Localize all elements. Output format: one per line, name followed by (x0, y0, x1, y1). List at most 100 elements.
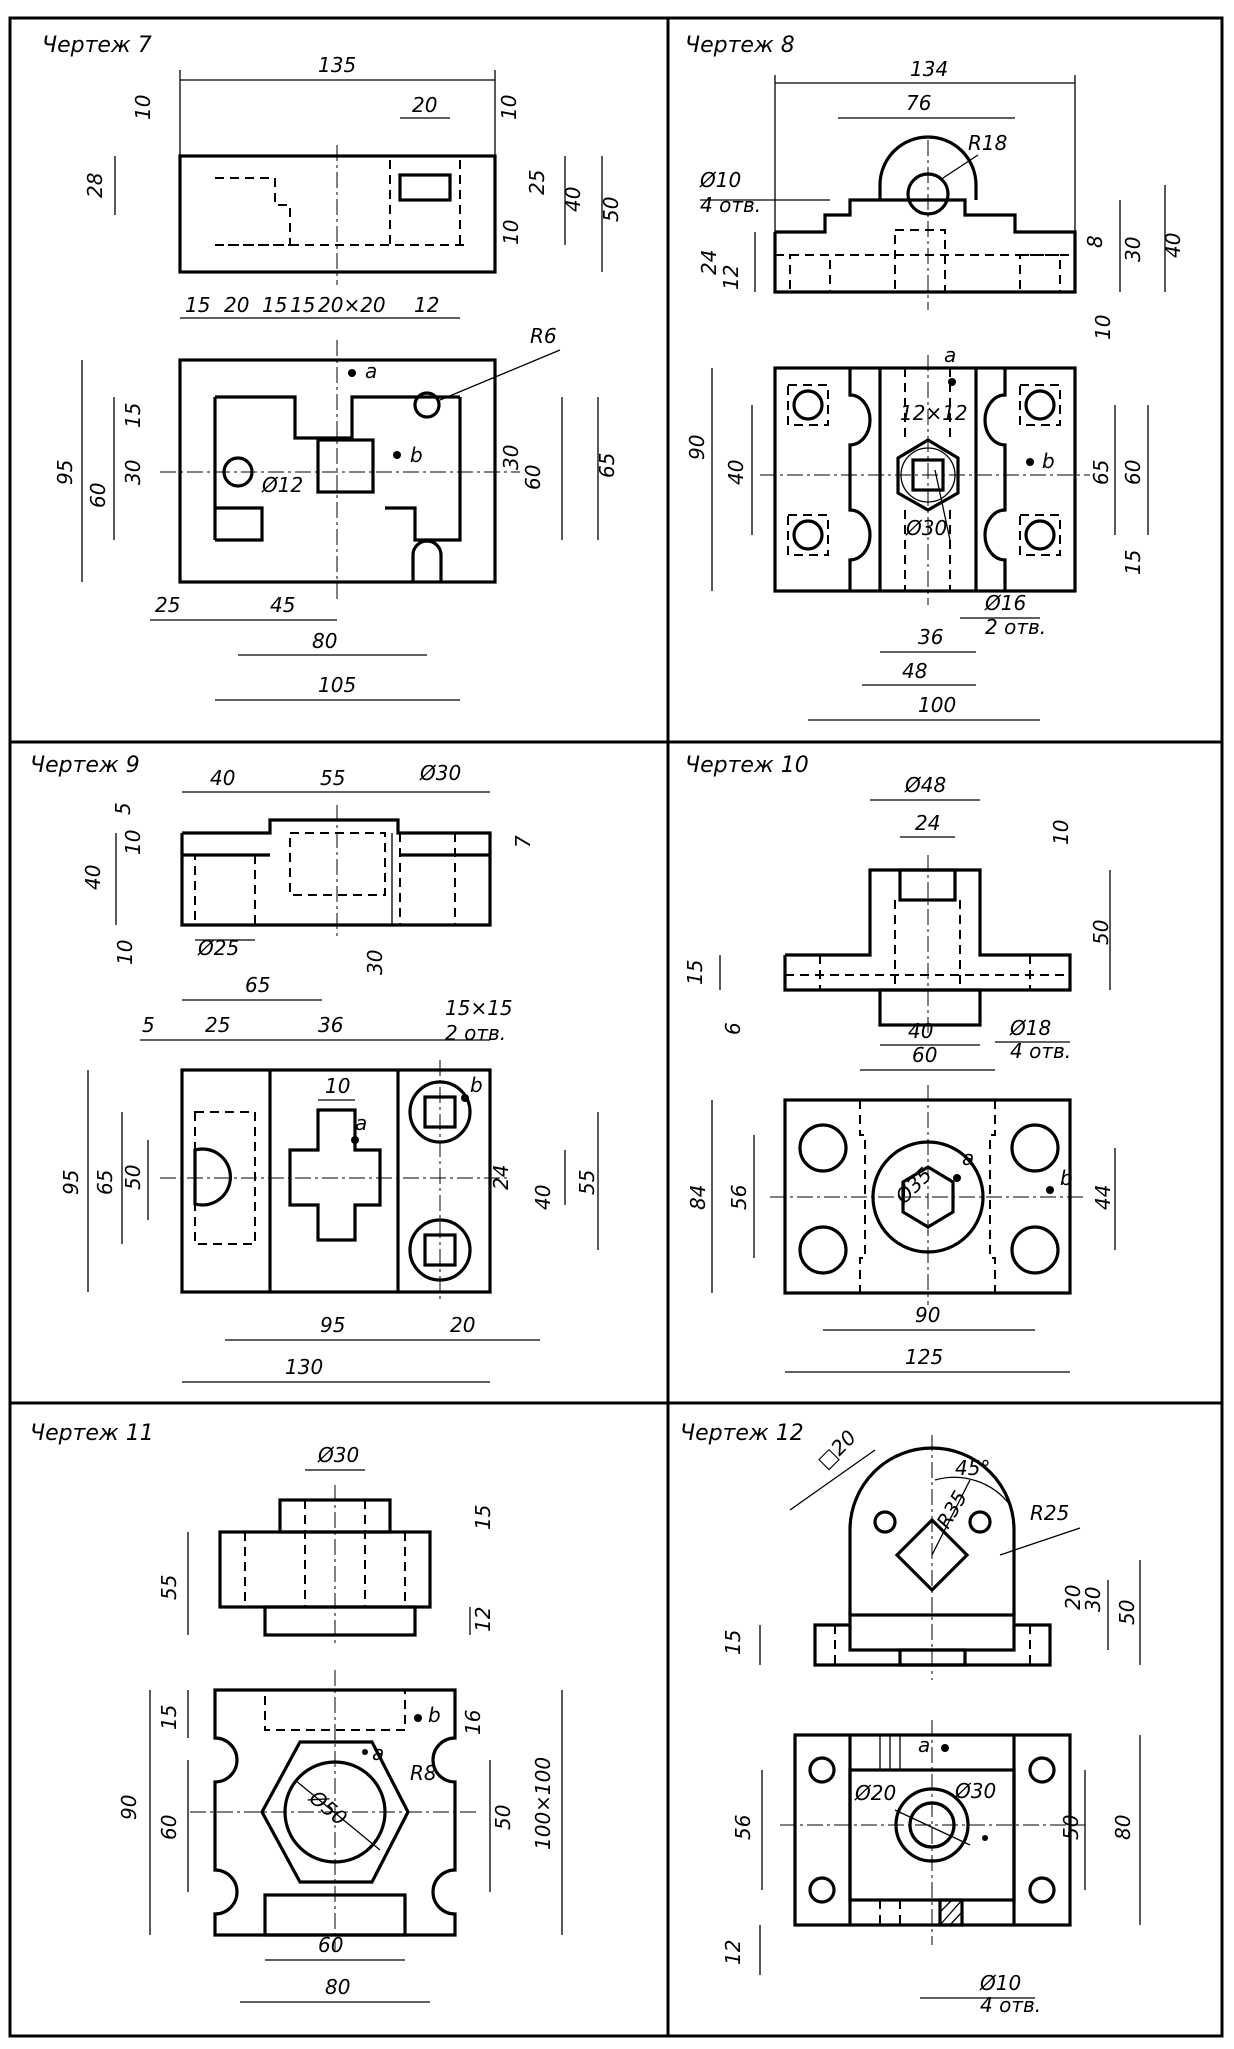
dim-label: 30 (121, 460, 145, 485)
point-label-a: a (962, 1146, 974, 1170)
dim-label: 50 (1115, 1600, 1139, 1625)
dim-label: 24 (915, 811, 940, 835)
dim-label: 40 (210, 766, 235, 790)
dim-label: 90 (915, 1303, 940, 1327)
dim-label: 76 (906, 91, 931, 115)
dim-label: 15 (157, 1705, 181, 1730)
dim-label: 15 (262, 293, 287, 317)
dim-label: Ø30 (317, 1443, 359, 1467)
dim-label: 45° (955, 1456, 990, 1480)
dim-label: 10 (113, 940, 137, 965)
drawing-7: Чертеж 7 135 20 10 28 25 10 40 50 10 (42, 33, 623, 701)
dim-label: 65 (1089, 460, 1113, 485)
dim-label: 50 (491, 1805, 515, 1830)
dim-label: 16 (461, 1710, 485, 1735)
dim-label: 10 (325, 1074, 350, 1098)
dim-label: 15 (683, 960, 707, 985)
dim-label: 20×20 (318, 293, 386, 317)
dim-label: 20 (1061, 1585, 1085, 1610)
dim-label: 50 (121, 1165, 145, 1190)
dim-label: 4 отв. (980, 1993, 1041, 2017)
dim-label: 5 (111, 802, 135, 815)
dim-label: 84 (686, 1185, 710, 1210)
dim-label: 134 (910, 57, 948, 81)
plan-view (773, 366, 1077, 593)
dim-label: 12 (414, 293, 439, 317)
dim-label: 56 (727, 1185, 751, 1210)
dim-label: 65 (245, 973, 270, 997)
dim-label: 24 (489, 1165, 513, 1190)
drawing-title: Чертеж 9 (30, 753, 140, 778)
dim-label: 10 (497, 95, 521, 120)
point-label-a: a (365, 359, 377, 383)
dim-label: 100×100 (531, 1757, 555, 1850)
dim-label: 20 (224, 293, 249, 317)
dim-label: 12 (719, 265, 743, 290)
dim-label: Ø30 (419, 761, 461, 785)
plan-view (213, 1688, 457, 1937)
dim-label: 125 (905, 1345, 943, 1369)
dim-label: 50 (599, 197, 623, 222)
drawing-12: Чертеж 12 □20 45° R35 R25 20 30 50 15 (680, 1421, 1141, 2017)
dim-label: 60 (1121, 460, 1145, 485)
dim-label: 55 (575, 1170, 599, 1195)
dim-label: Ø10 (979, 1971, 1021, 1995)
dim-label: 12 (471, 1607, 495, 1632)
dim-label: 10 (499, 220, 523, 245)
dim-label: 40 (1161, 233, 1185, 258)
dim-label: 2 отв. (985, 615, 1046, 639)
dim-label: 10 (1049, 820, 1073, 845)
dim-label: Ø30 (905, 516, 947, 540)
dim-label: 105 (318, 673, 356, 697)
dim-label: 50 (1059, 1815, 1083, 1840)
dim-label: 95 (320, 1313, 345, 1337)
point-label-b: b (428, 1703, 441, 1727)
dim-label: 60 (912, 1043, 937, 1067)
dim-label: 36 (318, 1013, 343, 1037)
dim-label: 15 (721, 1630, 745, 1655)
point-label-b: b (1060, 1166, 1073, 1190)
dim-label: 25 (525, 170, 549, 195)
dim-label: 80 (312, 629, 337, 653)
dim-label: 40 (908, 1019, 933, 1043)
dim-label: 65 (595, 453, 619, 478)
dim-label: Ø48 (904, 773, 946, 797)
dim-label: 80 (1111, 1815, 1135, 1840)
dim-label: 80 (325, 1975, 350, 1999)
dim-label: 25 (205, 1013, 230, 1037)
dim-label: Ø30 (954, 1779, 996, 1803)
dim-label: R8 (410, 1761, 437, 1785)
dim-label: 2 отв. (445, 1021, 506, 1045)
point-label-b: b (470, 1073, 483, 1097)
dim-label: 4 отв. (1010, 1039, 1071, 1063)
drawing-title: Чертеж 11 (30, 1421, 154, 1446)
dim-label: 15×15 (445, 996, 513, 1020)
dim-label: 55 (157, 1575, 181, 1600)
dim-label: 15 (290, 293, 315, 317)
dim-label: R25 (1030, 1501, 1069, 1525)
dim-label: 30 (1121, 237, 1145, 262)
dim-label: 50 (1089, 920, 1113, 945)
dim-label: 15 (185, 293, 210, 317)
dim-label: 65 (93, 1170, 117, 1195)
dim-label: 5 (142, 1013, 155, 1037)
point-label-b: b (410, 443, 423, 467)
drawing-8: Чертеж 8 134 76 R18 Ø10 4 отв. 24 12 8 3… (685, 33, 1185, 721)
dim-label: 30 (499, 445, 523, 470)
dim-label: 40 (724, 460, 748, 485)
dim-label: 60 (318, 1933, 343, 1957)
dim-label: 4 отв. (700, 193, 761, 217)
point-label-b: b (1042, 449, 1055, 473)
dim-label: 20 (412, 93, 437, 117)
dim-label: 28 (83, 173, 107, 198)
plan-view (180, 1068, 492, 1294)
dim-label: 130 (285, 1355, 323, 1379)
dim-label: 60 (86, 483, 110, 508)
dim-label: 10 (1091, 315, 1115, 340)
dim-label: R6 (530, 324, 557, 348)
dim-label: 60 (521, 465, 545, 490)
dim-label: 15 (121, 403, 145, 428)
dim-label: Ø18 (1009, 1016, 1051, 1040)
dim-label: 40 (81, 865, 105, 890)
dim-label: 56 (731, 1815, 755, 1840)
